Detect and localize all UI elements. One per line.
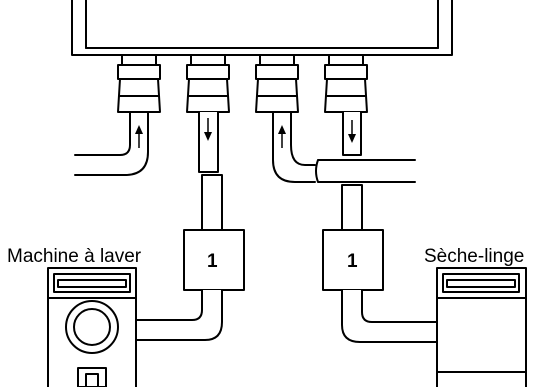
module-right [323, 230, 383, 290]
cable-3 [273, 112, 315, 182]
arrow-up-icon [278, 125, 286, 148]
washing-machine [48, 268, 136, 387]
cable-right-vertical [342, 185, 362, 232]
cable-left-vertical [202, 175, 222, 232]
arrow-up-icon [135, 125, 143, 148]
dryer-label: Sèche-linge [424, 246, 524, 267]
control-box [72, 0, 452, 55]
cable-1 [75, 112, 148, 175]
arrow-down-icon [204, 118, 212, 141]
module-left-number: 1 [207, 251, 218, 272]
cable-2 [199, 112, 218, 172]
cable-gland-2 [187, 55, 229, 112]
module-right-number: 1 [347, 251, 358, 272]
cable-to-washer [135, 290, 222, 340]
arrow-down-icon [348, 120, 356, 143]
cable-to-dryer [342, 290, 440, 342]
cable-gland-1 [118, 55, 160, 112]
cable-gland-3 [256, 55, 298, 112]
cable-gland-4 [325, 55, 367, 112]
washer-label: Machine à laver [7, 246, 142, 267]
cable-right-horizontal [316, 160, 415, 182]
tumble-dryer [437, 268, 526, 387]
